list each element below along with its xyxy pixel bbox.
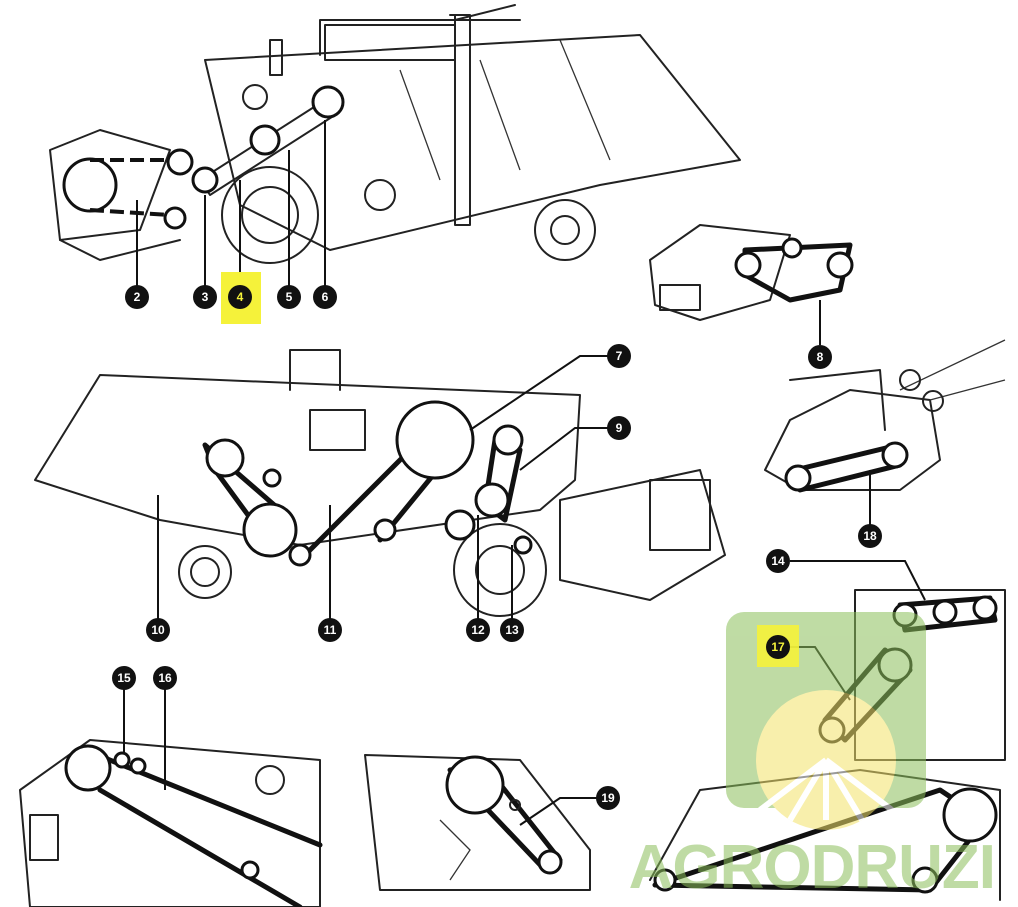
callout-7: 7 [607,344,631,368]
callout-3: 3 [193,285,217,309]
svg-text:3: 3 [202,290,209,304]
svg-text:18: 18 [863,529,877,543]
feeder-detail-8 [649,224,854,345]
callout-5: 5 [277,285,301,309]
watermark-text: AGRODRUZI [629,833,995,902]
callout-19: 19 [596,786,620,810]
callout-2: 2 [125,285,149,309]
callout-4: 4 [228,285,252,309]
callout-13: 13 [500,618,524,642]
callout-17: 17 [766,635,790,659]
detail-19 [364,754,607,891]
detail-18 [764,339,1006,535]
svg-text:13: 13 [505,623,519,637]
svg-text:7: 7 [616,349,623,363]
svg-text:6: 6 [322,290,329,304]
callout-6: 6 [313,285,337,309]
svg-text:4: 4 [237,290,244,304]
callout-18: 18 [858,524,882,548]
svg-text:17: 17 [771,640,785,654]
callout-15: 15 [112,666,136,690]
detail-15-16 [19,678,323,907]
svg-text:9: 9 [616,421,623,435]
svg-text:12: 12 [471,623,485,637]
callout-9: 9 [607,416,631,440]
combine-top-left [49,4,741,295]
svg-text:11: 11 [324,623,337,637]
callout-11: 11 [318,618,342,642]
callout-8: 8 [808,345,832,369]
svg-text:5: 5 [286,290,293,304]
combine-middle [34,349,726,630]
callout-14: 14 [766,549,790,573]
svg-text:14: 14 [771,554,785,568]
svg-text:19: 19 [601,791,615,805]
svg-text:10: 10 [151,623,165,637]
callout-12: 12 [466,618,490,642]
callout-16: 16 [153,666,177,690]
watermark: AGRODRUZI [629,612,996,902]
svg-text:15: 15 [117,671,131,685]
svg-text:16: 16 [158,671,172,685]
callout-10: 10 [146,618,170,642]
svg-text:2: 2 [134,290,141,304]
svg-text:8: 8 [817,350,824,364]
